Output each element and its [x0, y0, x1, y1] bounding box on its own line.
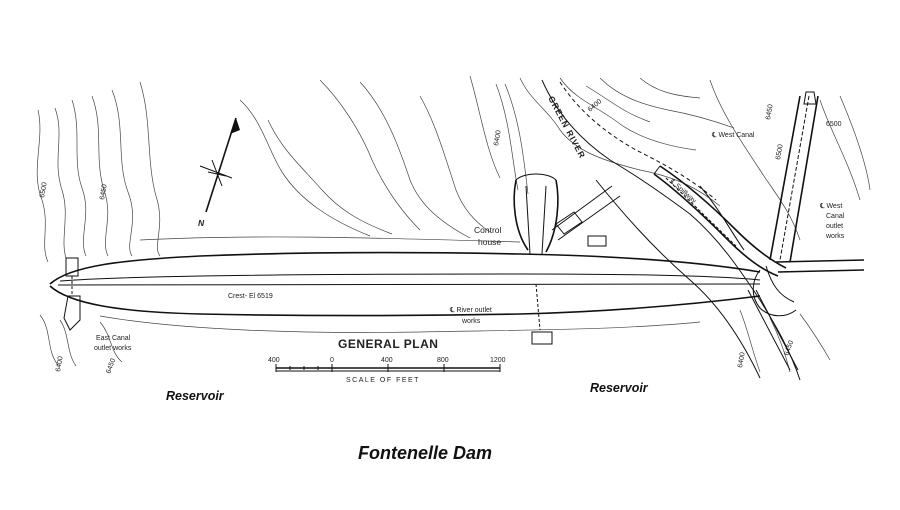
dam-embankment	[49, 236, 761, 333]
right-contour-lines	[709, 79, 871, 373]
general-plan-heading: GENERAL PLAN	[338, 337, 438, 351]
contour-label-6450-left-low: 6450	[105, 358, 117, 375]
left-contour-lines	[36, 81, 161, 367]
reservoir-label-left: Reservoir	[166, 389, 225, 403]
river-outlet-label-2: works	[461, 318, 481, 325]
contour-label-6500-top-right: 6500	[826, 121, 842, 128]
contour-label-6450-left: 6450	[99, 184, 109, 201]
contour-label-6400-right-low: 6400	[737, 352, 747, 369]
east-canal-label-1: East Canal	[96, 335, 131, 342]
east-canal-label-2: outlet works	[94, 345, 132, 352]
west-canal-outlet	[747, 91, 865, 371]
west-canal-works-label-1: ℄ West	[819, 203, 842, 210]
north-arrow: N	[198, 117, 240, 228]
scale-tick-800: 800	[437, 357, 449, 364]
west-canal-works-label-4: works	[825, 233, 845, 240]
drawing-title: Fontenelle Dam	[358, 443, 492, 463]
east-canal-outlet	[63, 257, 81, 331]
west-canal-works-label-2: Canal	[826, 213, 845, 220]
contour-label-6400-top: 6400	[493, 130, 503, 147]
contour-label-6450-right: 6450	[765, 104, 775, 121]
crest-label: Crest- El 6519	[228, 293, 273, 300]
contour-label-6500-left: 6500	[39, 182, 49, 199]
river-outlet-works	[513, 173, 621, 345]
north-label: N	[198, 218, 205, 228]
green-river-channel	[541, 79, 801, 381]
scale-tick-1200: 1200	[490, 357, 506, 364]
control-house-label-2: house	[478, 237, 501, 247]
reservoir-label-right: Reservoir	[590, 381, 649, 395]
scale-tick-0: 0	[330, 357, 334, 364]
west-canal-label: ℄ West Canal	[711, 132, 755, 139]
middle-contour-lines	[239, 75, 501, 239]
river-valley-contours	[495, 77, 735, 207]
scale-tick-400b: 400	[381, 357, 393, 364]
control-house-label-1: Control	[474, 225, 502, 235]
green-river-label: GREEN RIVER	[546, 94, 587, 160]
west-canal-works-label-3: outlet	[826, 223, 843, 230]
scale-tick-400a: 400	[268, 357, 280, 364]
scale-bar: 400 0 400 800 1200 SCALE OF FEET	[268, 357, 506, 384]
scale-caption: SCALE OF FEET	[346, 377, 420, 384]
contour-label-6400-left: 6400	[55, 356, 65, 373]
contour-label-6450-right-low: 6450	[783, 340, 795, 357]
contour-label-6500-right: 6500	[775, 144, 785, 161]
river-outlet-label-1: ℄ River outlet	[449, 307, 492, 314]
